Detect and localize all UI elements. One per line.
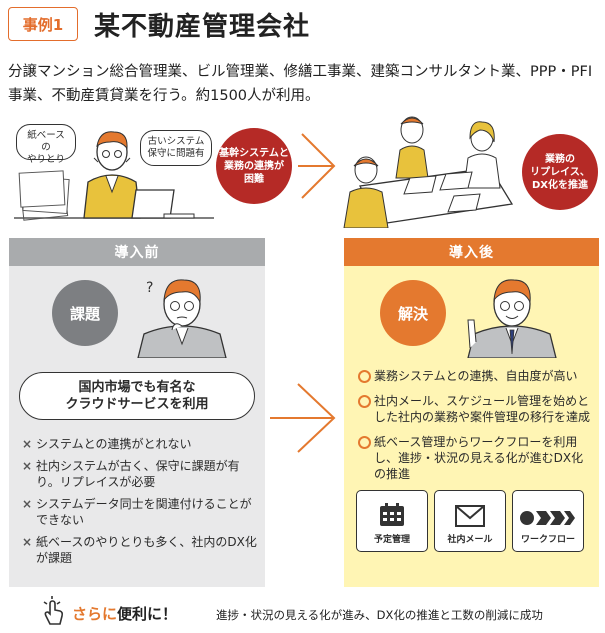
- cross-icon: ×: [22, 535, 33, 549]
- mail-icon: [455, 505, 485, 527]
- middle-arrow-icon: [270, 383, 336, 453]
- cross-icon: ×: [22, 437, 33, 451]
- cross-icon: ×: [22, 459, 33, 473]
- goal-circle: 業務の リプレイス、 DX化を推進: [522, 134, 598, 210]
- company-description: 分譲マンション総合管理業、ビル管理業、修繕工事業、建築コンサルタント業、PPP・…: [8, 64, 593, 104]
- issue-tag: 課題: [52, 280, 118, 346]
- team-meeting-illustration: [343, 116, 514, 228]
- cross-icon: ×: [22, 497, 33, 511]
- office-worker-illustration: [14, 131, 214, 221]
- footer-text: 進捗・状況の見える化が進み、DX化の推進と工数の削減に成功: [216, 608, 543, 622]
- tap-hand-icon: [43, 596, 64, 625]
- solution-list: 業務システムとの連携、自由度が高い 社内メール、スケジュール管理を始めとした社内…: [358, 368, 594, 491]
- page-title: 某不動産管理会社: [94, 12, 311, 42]
- issue-list: ×システムとの連携がとれない ×社内システムが古く、保守に課題が有り。リプレイス…: [22, 436, 258, 572]
- svg-text:?: ?: [146, 280, 153, 296]
- footer-title: さらに便利に！: [72, 605, 178, 623]
- feature-mail: 社内メール: [434, 490, 506, 552]
- feature-workflow: ワークフロー: [512, 490, 584, 552]
- feature-label: 予定管理: [373, 535, 410, 545]
- top-arrow-icon: [298, 133, 336, 199]
- feature-label: ワークフロー: [520, 535, 575, 545]
- list-item: ×システムとの連携がとれない: [22, 437, 192, 451]
- case-badge: 事例1: [8, 7, 78, 41]
- worried-person-illustration: ?: [137, 279, 227, 358]
- list-item: ×社内システムが古く、保守に課題が有り。リプレイスが必要: [22, 459, 240, 489]
- speech-bubble-paper: 紙ベースの やりとり: [16, 124, 76, 165]
- problem-circle: 基幹システムと 業務の連携が 困難: [216, 128, 292, 204]
- list-item: 紙ベース管理からワークフローを利用し、進捗・状況の見える化が進むDX化の推進: [358, 434, 594, 482]
- list-item: ×システムデータ同士を関連付けることができない: [22, 497, 252, 527]
- list-item: 社内メール、スケジュール管理を始めとした社内の業務や案件管理の移行を達成: [358, 393, 594, 425]
- circle-bullet-icon: [358, 436, 371, 449]
- before-heading: 導入前: [9, 238, 265, 266]
- confident-person-illustration: [467, 279, 557, 358]
- speech-bubble-old-system: 古いシステム 保守に問題有: [140, 130, 212, 166]
- workflow-arrows-icon: [520, 511, 575, 525]
- calendar-icon: [380, 503, 404, 526]
- circle-bullet-icon: [358, 370, 371, 383]
- list-item: ×紙ベースのやりとりも多く、社内のDX化が課題: [22, 535, 257, 565]
- solution-tag: 解決: [380, 280, 446, 346]
- feature-schedule: 予定管理: [356, 490, 428, 552]
- feature-label: 社内メール: [447, 535, 493, 545]
- cloud-service-callout: 国内市場でも有名な クラウドサービスを利用: [19, 372, 255, 420]
- circle-bullet-icon: [358, 395, 371, 408]
- list-item: 業務システムとの連携、自由度が高い: [358, 368, 594, 384]
- after-heading: 導入後: [344, 238, 599, 266]
